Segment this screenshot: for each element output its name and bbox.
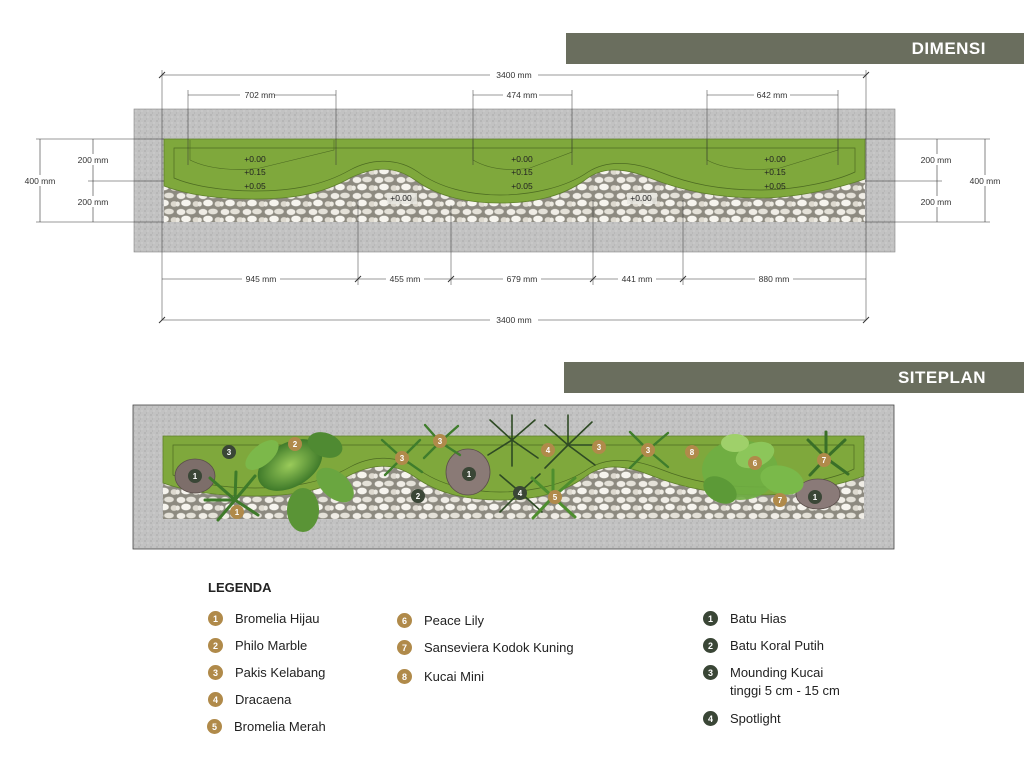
dim-bottom-seg-3: 679 mm xyxy=(507,274,538,284)
legend-badge: 3 xyxy=(208,665,223,680)
legend-label: Batu Koral Putih xyxy=(730,638,824,653)
legend-badge: 6 xyxy=(397,613,412,628)
dim-top-total: 3400 mm xyxy=(496,70,531,80)
legend-label: Kucai Mini xyxy=(424,669,484,684)
legend-label: Peace Lily xyxy=(424,613,484,628)
pebble-level-1: +0.00 xyxy=(390,193,412,203)
marker-batu-hias: 1 xyxy=(813,493,818,502)
marker-dracaena: 4 xyxy=(546,446,551,455)
legend-badge: 2 xyxy=(703,638,718,653)
siteplan-header: SITEPLAN xyxy=(564,362,1024,393)
legend-label: Mounding Kucai tinggi 5 cm - 15 cm xyxy=(730,664,840,700)
legend-item-bromelia-hijau: 1 Bromelia Hijau xyxy=(208,610,320,628)
legend-badge: 3 xyxy=(703,665,718,680)
legend-label: Sanseviera Kodok Kuning xyxy=(424,640,574,655)
legend-item-peace-lily: 6 Peace Lily xyxy=(397,612,484,630)
legend-label-line-2: tinggi 5 cm - 15 cm xyxy=(730,683,840,698)
dim-right-top: 200 mm xyxy=(921,155,952,165)
marker-philo-marble: 2 xyxy=(293,440,298,449)
marker-bromelia-hijau: 1 xyxy=(235,508,240,517)
legend-item-dracaena: 4 Dracaena xyxy=(208,691,291,709)
dim-left-bottom: 200 mm xyxy=(78,197,109,207)
legend-label: Bromelia Merah xyxy=(234,719,326,734)
level-c-2: +0.15 xyxy=(764,167,786,177)
dim-bottom-total: 3400 mm xyxy=(496,315,531,325)
level-a-3: +0.05 xyxy=(244,181,266,191)
legend-label-line-1: Mounding Kucai xyxy=(730,665,824,680)
legend-badge: 1 xyxy=(703,611,718,626)
legend-item-philo-marble: 2 Philo Marble xyxy=(208,637,307,655)
level-b-1: +0.00 xyxy=(511,154,533,164)
legend-item-sanseviera: 7 Sanseviera Kodok Kuning xyxy=(397,639,574,657)
level-b-3: +0.05 xyxy=(511,181,533,191)
marker-bromelia-merah: 5 xyxy=(553,493,558,502)
legend-item-pakis-kelabang: 3 Pakis Kelabang xyxy=(208,664,325,682)
level-a-2: +0.15 xyxy=(244,167,266,177)
dimension-plan: 3400 mm 702 mm 474 mm 642 mm 400 mm 200 … xyxy=(20,69,1005,325)
level-c-1: +0.00 xyxy=(764,154,786,164)
legend-item-mounding-kucai: 3 Mounding Kucai tinggi 5 cm - 15 cm xyxy=(703,664,840,700)
marker-batu-koral: 2 xyxy=(416,492,421,501)
grass-mound xyxy=(163,138,866,204)
plant-philo-marble-cluster xyxy=(245,432,354,532)
legend-item-kucai-mini: 8 Kucai Mini xyxy=(397,668,484,686)
dim-right-bottom: 200 mm xyxy=(921,197,952,207)
legend-badge: 8 xyxy=(397,669,412,684)
dim-top-seg-2: 474 mm xyxy=(507,90,538,100)
marker-sanseviera: 7 xyxy=(778,496,783,505)
legend-title: LEGENDA xyxy=(208,580,272,595)
marker-pakis: 3 xyxy=(438,437,443,446)
legend-label: Bromelia Hijau xyxy=(235,611,320,626)
legend-label: Spotlight xyxy=(730,711,781,726)
plant-peace-lily-cluster xyxy=(702,434,804,504)
dim-bottom-seg-2: 455 mm xyxy=(390,274,421,284)
marker-pakis: 3 xyxy=(646,446,651,455)
siteplan: 1 3 2 1 3 3 2 1 4 4 5 3 3 8 6 7 7 1 xyxy=(132,404,895,550)
legend-badge: 5 xyxy=(207,719,222,734)
dim-bottom-seg-1: 945 mm xyxy=(246,274,277,284)
dim-left-top: 200 mm xyxy=(78,155,109,165)
level-a-1: +0.00 xyxy=(244,154,266,164)
legend-label: Pakis Kelabang xyxy=(235,665,326,680)
marker-sanseviera: 7 xyxy=(822,456,827,465)
level-c-3: +0.05 xyxy=(764,181,786,191)
legend-item-batu-hias: 1 Batu Hias xyxy=(703,610,786,628)
marker-batu-hias: 1 xyxy=(193,472,198,481)
legend-badge: 1 xyxy=(208,611,223,626)
dim-top-seg-1: 702 mm xyxy=(245,90,276,100)
legend-label: Philo Marble xyxy=(235,638,308,653)
dim-bottom-seg-5: 880 mm xyxy=(759,274,790,284)
level-b-2: +0.15 xyxy=(511,167,533,177)
legend-label: Batu Hias xyxy=(730,611,787,626)
legend-item-batu-koral-putih: 2 Batu Koral Putih xyxy=(703,637,824,655)
marker-pakis: 3 xyxy=(400,454,405,463)
legend-label: Dracaena xyxy=(235,692,292,707)
marker-pakis: 3 xyxy=(597,443,602,452)
legend-badge: 7 xyxy=(397,640,412,655)
legend-badge: 4 xyxy=(703,711,718,726)
marker-kucai-mini: 8 xyxy=(690,448,695,457)
pebble-level-2: +0.00 xyxy=(630,193,652,203)
dim-right-total: 400 mm xyxy=(970,176,1001,186)
legend-badge: 2 xyxy=(208,638,223,653)
dim-top-seg-3: 642 mm xyxy=(757,90,788,100)
dim-bottom-seg-4: 441 mm xyxy=(622,274,653,284)
marker-spotlight: 4 xyxy=(518,489,523,498)
legend-item-bromelia-merah: 5 Bromelia Merah xyxy=(207,718,326,736)
plant-bromelia-cluster-left xyxy=(203,470,260,522)
legend-item-spotlight: 4 Spotlight xyxy=(703,710,781,728)
marker-peace-lily: 6 xyxy=(753,459,758,468)
legend-badge: 4 xyxy=(208,692,223,707)
marker-mounding: 3 xyxy=(227,448,232,457)
marker-batu-hias: 1 xyxy=(467,470,472,479)
dimensi-header: DIMENSI xyxy=(566,33,1024,64)
dim-left-total: 400 mm xyxy=(25,176,56,186)
